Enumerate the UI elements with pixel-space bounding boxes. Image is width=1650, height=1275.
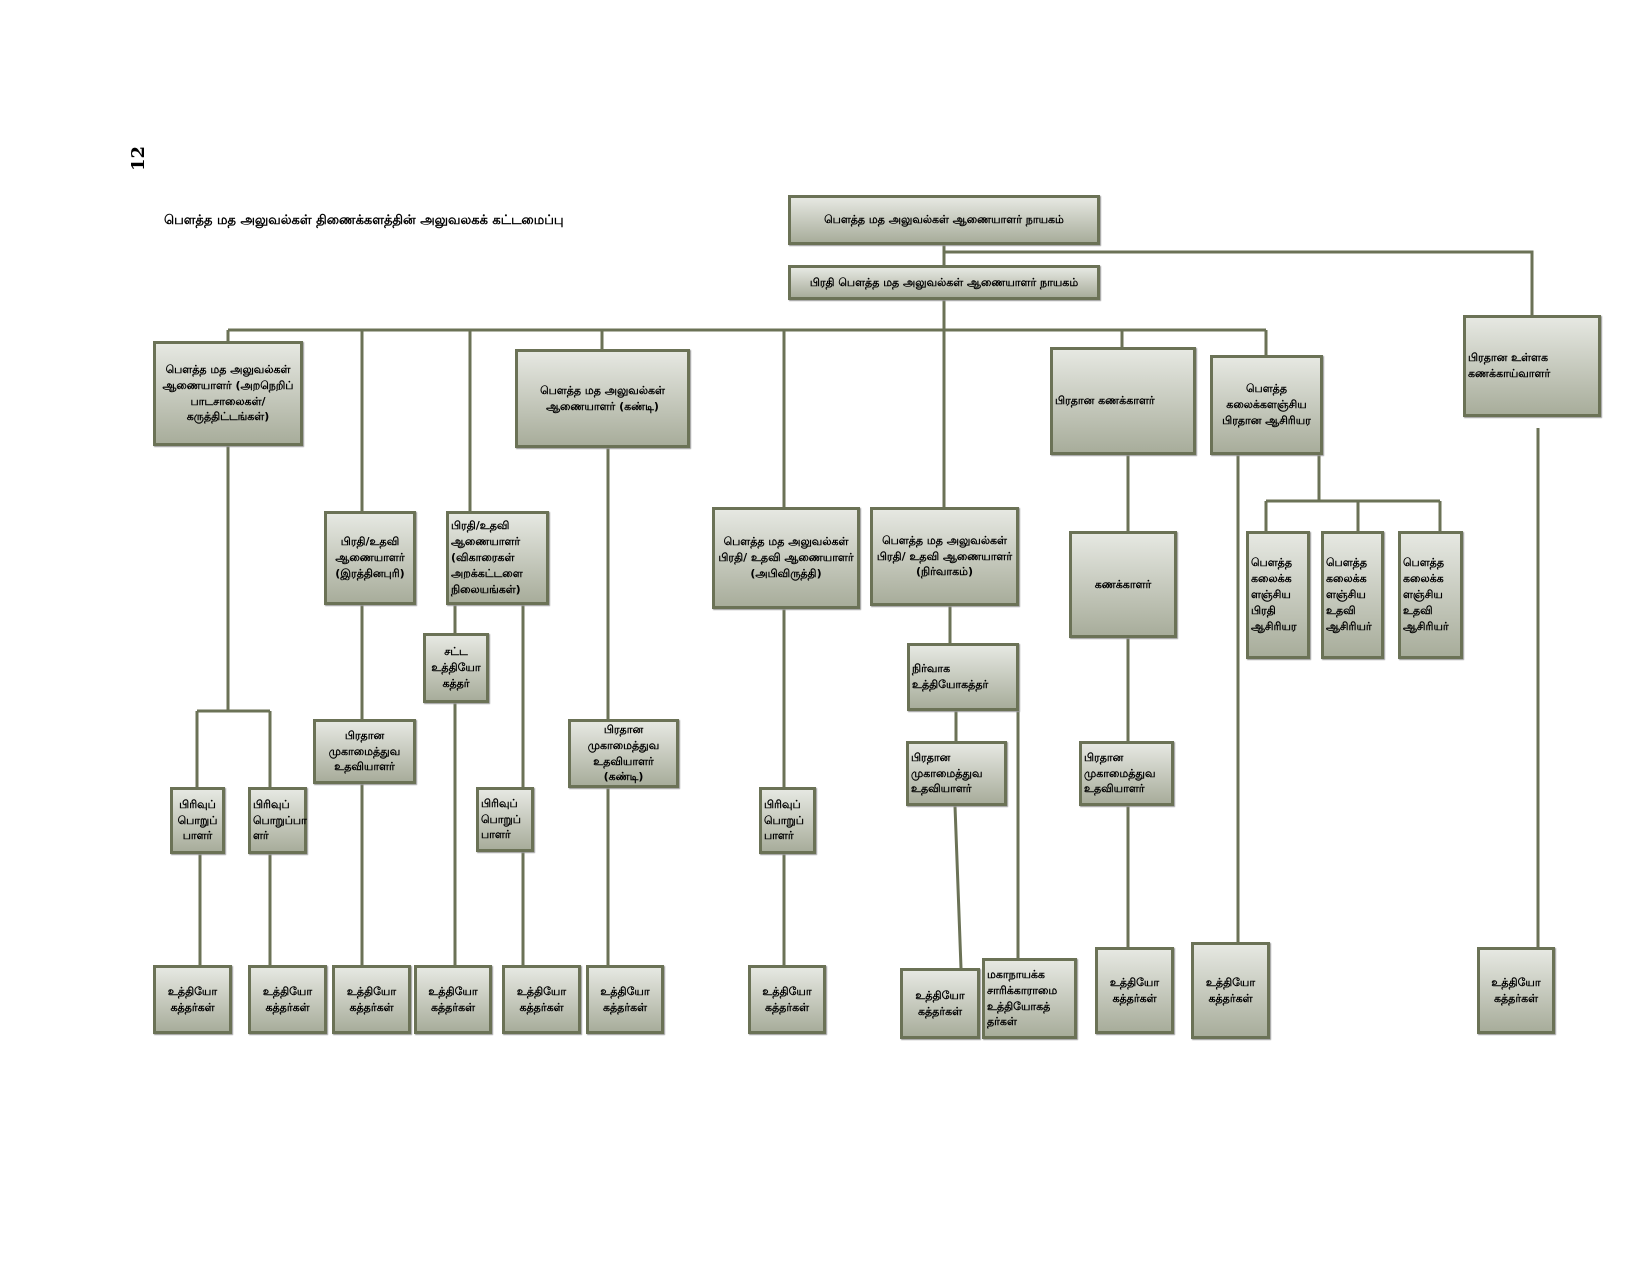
node-dc-ratnapura: பிரதி/உதவி ஆணையாளர் (இரத்தினபுரி) — [324, 511, 416, 605]
node-cma-ratnapura: பிரதான முகாமைத்துவ உதவியாளர் — [313, 719, 416, 784]
connector — [360, 448, 786, 965]
node-officers: உத்தியோ கத்தர்கள் — [153, 965, 232, 1034]
node-encyclopedia-chief-editor: பௌத்த கலைக்களஞ்சிய பிரதான ஆசிரியர — [1210, 355, 1323, 455]
node-officers: உத்தியோ கத்தர்கள் — [1477, 947, 1555, 1034]
node-officers: உத்தியோ கத்தர்கள் — [748, 965, 826, 1034]
node-deputy-director-general: பிரதி பௌத்த மத அலுவல்கள் ஆணையாளர் நாயகம் — [788, 265, 1100, 300]
node-dc-administration: பௌத்த மத அலுவல்கள் பிரதி/ உதவி ஆணையாளர் … — [870, 507, 1019, 606]
node-chief-internal-auditor: பிரதான உள்ளக கணக்காய்வாளர் — [1463, 315, 1601, 417]
node-commissioner-kandy: பௌத்த மத அலுவல்கள் ஆணையாளர் (கண்டி) — [515, 349, 690, 448]
node-officers: உத்தியோ கத்தர்கள் — [332, 965, 411, 1034]
node-commissioner-daham: பௌத்த மத அலுவல்கள் ஆணையாளர் (அறநெறிப் பா… — [153, 341, 303, 446]
node-chief-accountant: பிரதான கணக்காளர் — [1050, 347, 1196, 455]
node-officers: உத்தியோ கத்தர்கள் — [248, 965, 327, 1034]
node-director-general: பௌத்த மத அலுவல்கள் ஆணையாளர் நாயகம் — [788, 195, 1100, 245]
node-officers: உத்தியோ கத்தர்கள் — [1191, 942, 1270, 1039]
connector — [948, 428, 1540, 969]
node-legal-officer: சட்ட உத்தியோ கத்தர் — [423, 633, 489, 703]
node-dc-development: பௌத்த மத அலுவல்கள் பிரதி/ உதவி ஆணையாளர் … — [712, 507, 860, 609]
chart-title: பௌத்த மத அலுவல்கள் திணைக்களத்தின் அலுவலக… — [164, 213, 564, 228]
node-division-head: பிரிவுப் பொறுப் பாளர் — [476, 787, 534, 852]
connector — [195, 446, 272, 965]
node-accountant: கணக்காளர் — [1069, 531, 1177, 638]
node-officers: உத்தியோ கத்தர்கள் — [502, 965, 581, 1034]
node-division-head: பிரிவுப் பொறுப் பாளர் — [759, 787, 816, 854]
node-division-head: பிரிவுப் பொறுப்பா ளர் — [248, 787, 307, 854]
node-administrative-officer: நிர்வாக உத்தியோகத்தர் — [907, 643, 1019, 711]
node-encyclopedia-assistant-editor: பௌத்த கலைக்க ளஞ்சிய உதவி ஆசிரியர் — [1398, 531, 1463, 659]
node-division-head: பிரிவுப் பொறுப் பாளர் — [170, 787, 225, 854]
node-mahanayaka-officers: மகாநாயக்க சாரிக்காராமை உத்தியோகத் தர்கள் — [982, 958, 1077, 1039]
node-encyclopedia-assistant-editor: பௌத்த கலைக்க ளஞ்சிய உதவி ஆசிரியர் — [1321, 531, 1384, 659]
node-officers: உத்தியோ கத்தர்கள் — [586, 965, 664, 1034]
node-dc-viharas: பிரதி/உதவி ஆணையாளர் (விகாரைகள் அறக்கட்டள… — [446, 511, 549, 605]
node-cma-administration: பிரதான முகாமைத்துவ உதவியாளர் — [906, 741, 1007, 806]
connector — [226, 245, 1534, 511]
node-cma-accounts: பிரதான முகாமைத்துவ உதவியாளர் — [1079, 741, 1174, 806]
node-officers: உத்தியோ கத்தர்கள் — [900, 968, 980, 1039]
node-officers: உத்தியோ கத்தர்கள் — [414, 965, 492, 1034]
node-encyclopedia-deputy-editor: பௌத்த கலைக்க ளஞ்சிய பிரதி ஆசிரியர — [1246, 531, 1310, 659]
node-officers: உத்தியோ கத்தர்கள் — [1095, 947, 1174, 1034]
node-cma-kandy: பிரதான முகாமைத்துவ உதவியாளர் (கண்டி) — [568, 719, 679, 788]
